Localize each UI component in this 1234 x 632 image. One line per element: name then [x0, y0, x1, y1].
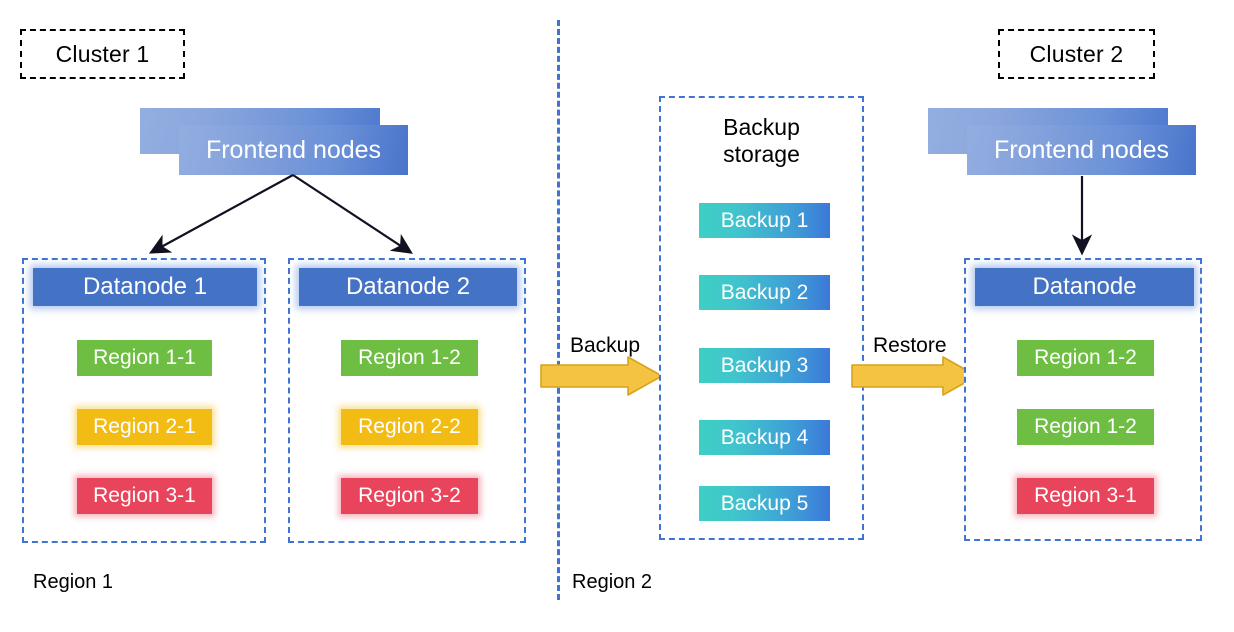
backup-storage-title: Backup storage [661, 114, 862, 168]
region-label: Region 1-1 [93, 346, 196, 369]
datanode-1-container[interactable]: Datanode 1 Region 1-1 Region 2-1 Region … [22, 258, 266, 543]
region-chip[interactable]: Region 3-2 [341, 478, 478, 514]
cluster-2-label: Cluster 2 [1029, 40, 1124, 67]
footer-label-region-1-text: Region 1 [33, 571, 114, 593]
region-label: Region 3-2 [358, 484, 461, 507]
backup-item-label: Backup 5 [720, 491, 809, 515]
region-chip[interactable]: Region 1-2 [1017, 409, 1154, 445]
frontend-nodes-right-front-card[interactable]: Frontend nodes [967, 125, 1196, 175]
region-label: Region 1-2 [1034, 346, 1137, 369]
footer-label-region-1: Region 1 [33, 571, 113, 594]
region-label: Region 1-2 [358, 346, 461, 369]
region-chip[interactable]: Region 3-1 [1017, 478, 1154, 514]
region-chip[interactable]: Region 3-1 [77, 478, 212, 514]
frontend-nodes-right-group[interactable]: Frontend nodes [928, 108, 1198, 176]
region-chip[interactable]: Region 2-1 [77, 409, 212, 445]
region-label: Region 3-1 [93, 484, 196, 507]
backup-storage-title-line-1: Backup [723, 114, 800, 140]
restore-label-text: Restore [873, 334, 947, 357]
backup-item-label: Backup 4 [720, 425, 809, 449]
region-label: Region 2-2 [358, 415, 461, 438]
region-divider [557, 20, 560, 600]
footer-label-region-2-text: Region 2 [572, 571, 653, 593]
region-label: Region 3-1 [1034, 484, 1137, 507]
region-chip[interactable]: Region 2-2 [341, 409, 478, 445]
backup-item-label: Backup 2 [720, 280, 809, 304]
backup-arrow-label: Backup [570, 334, 640, 358]
frontend-nodes-left-front-card[interactable]: Frontend nodes [179, 125, 408, 175]
cluster-1-label: Cluster 1 [55, 40, 150, 67]
region-label: Region 2-1 [93, 415, 196, 438]
cluster-1-tag: Cluster 1 [20, 29, 185, 79]
datanode-2-container[interactable]: Datanode 2 Region 1-2 Region 2-2 Region … [288, 258, 526, 543]
datanode-2-label: Datanode 2 [345, 273, 471, 300]
backup-item-label: Backup 1 [720, 208, 809, 232]
backup-item[interactable]: Backup 5 [699, 486, 830, 521]
datanode-1-header[interactable]: Datanode 1 [33, 268, 257, 306]
backup-item[interactable]: Backup 3 [699, 348, 830, 383]
datanode-1-label: Datanode 1 [82, 273, 208, 300]
frontend-nodes-left-label: Frontend nodes [205, 135, 382, 164]
restore-arrow-label: Restore [873, 334, 947, 358]
backup-item-label: Backup 3 [720, 353, 809, 377]
datanode-3-container[interactable]: Datanode Region 1-2 Region 1-2 Region 3-… [964, 258, 1202, 541]
backup-storage-container[interactable]: Backup storage Backup 1 Backup 2 Backup … [659, 96, 864, 540]
backup-label-text: Backup [570, 334, 641, 357]
region-chip[interactable]: Region 1-2 [1017, 340, 1154, 376]
region-chip[interactable]: Region 1-2 [341, 340, 478, 376]
region-chip[interactable]: Region 1-1 [77, 340, 212, 376]
datanode-3-header[interactable]: Datanode [975, 268, 1194, 306]
datanode-3-label: Datanode [1032, 273, 1137, 300]
frontend-nodes-right-label: Frontend nodes [993, 135, 1170, 164]
backup-item[interactable]: Backup 2 [699, 275, 830, 310]
restore-arrow[interactable] [851, 356, 979, 396]
datanode-2-header[interactable]: Datanode 2 [299, 268, 517, 306]
backup-item[interactable]: Backup 4 [699, 420, 830, 455]
cluster-2-tag: Cluster 2 [998, 29, 1155, 79]
footer-label-region-2: Region 2 [572, 571, 652, 594]
frontend-nodes-left-group[interactable]: Frontend nodes [140, 108, 410, 176]
backup-arrow[interactable] [540, 356, 664, 396]
region-label: Region 1-2 [1034, 415, 1137, 438]
backup-storage-title-line-2: storage [723, 141, 800, 168]
backup-item[interactable]: Backup 1 [699, 203, 830, 238]
